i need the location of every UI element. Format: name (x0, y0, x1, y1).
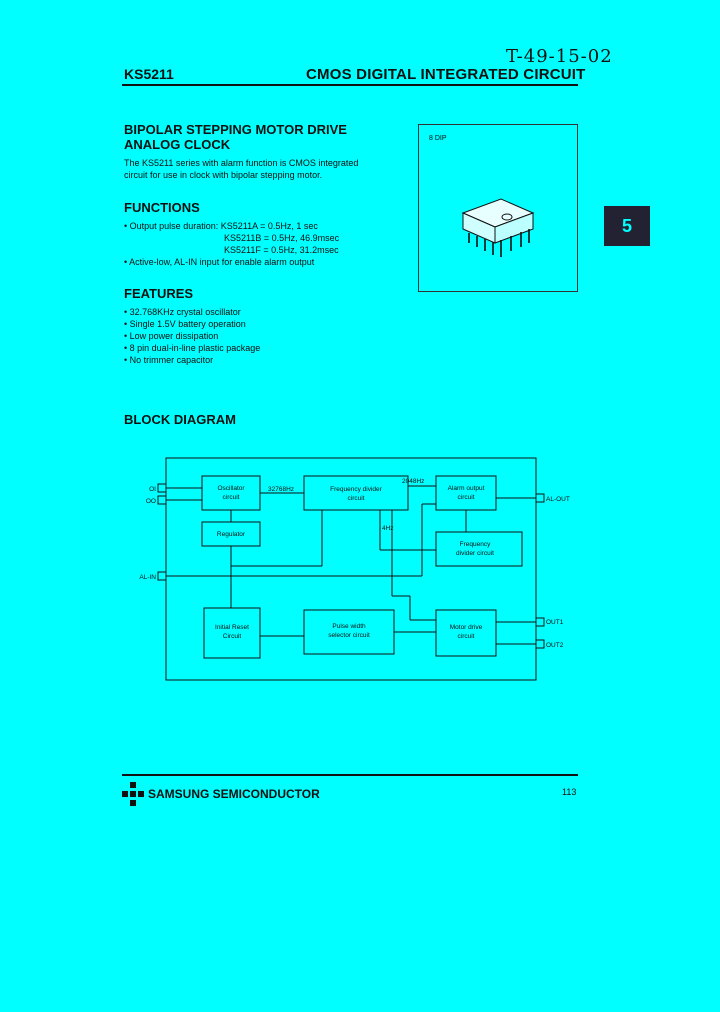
page-number: 113 (562, 787, 577, 797)
pin-al-out-label: AL-OUT (546, 496, 570, 503)
footer-rule (122, 774, 578, 776)
feature-item: Single 1.5V battery operation (124, 318, 384, 330)
function-item: KS5211B = 0.5Hz, 46.9msec (224, 233, 340, 243)
pin-al-in (157, 571, 167, 581)
reset-label-1: Initial Reset (215, 624, 249, 631)
pin-oo-label: OO (146, 498, 156, 505)
chip-outline (165, 457, 537, 681)
function-item: KS5211F = 0.5Hz, 31.2msec (224, 245, 339, 255)
pin-oi-label: OI (149, 486, 156, 493)
handwritten-code: T-49-15-02 (506, 46, 613, 67)
pin-out2 (535, 639, 545, 649)
features-list: 32.768KHz crystal oscillator Single 1.5V… (124, 306, 384, 366)
header-rule (122, 84, 578, 86)
regulator-label: Regulator (217, 531, 246, 538)
freq-divider2-label-2: divider circuit (456, 550, 494, 557)
divider-label-1: Frequency divider (330, 486, 382, 493)
oscillator-label-1: Oscillator (217, 485, 245, 492)
section-tab: 5 (604, 206, 650, 246)
pin-al-in-label: AL-IN (139, 574, 156, 581)
intro-description: The KS5211 series with alarm function is… (124, 157, 394, 181)
intro-title-line1: BIPOLAR STEPPING MOTOR DRIVE (124, 122, 347, 137)
feature-item: 32.768KHz crystal oscillator (124, 306, 384, 318)
alarm-block (435, 475, 497, 511)
pin-oo (157, 495, 167, 505)
function-item: Active-low, AL-IN input for enable alarm… (124, 256, 404, 268)
pin-out1-label: OUT1 (546, 619, 564, 626)
motor-block (435, 609, 497, 657)
alarm-label-1: Alarm output (448, 485, 485, 492)
document-category: CMOS DIGITAL INTEGRATED CIRCUIT (306, 66, 586, 83)
reset-label-2: Circuit (223, 633, 242, 640)
divider-label-2: circuit (348, 495, 365, 502)
intro-title-line2: ANALOG CLOCK (124, 137, 231, 152)
package-label: 8 DIP (429, 135, 447, 142)
oscillator-block (201, 475, 261, 511)
dip-package-icon (461, 198, 535, 257)
pulse-label-1: Pulse width (332, 623, 366, 630)
block-diagram: Oscillator circuit Regulator Frequency d… (139, 457, 570, 681)
features-title: FEATURES (124, 286, 194, 301)
freq-divider2-block (435, 531, 523, 567)
oscillator-label-2: circuit (223, 494, 240, 501)
feature-item: 8 pin dual-in-line plastic package (124, 342, 384, 354)
alarm-label-2: circuit (458, 494, 475, 501)
samsung-logo-icon (122, 782, 144, 806)
feature-item: Low power dissipation (124, 330, 384, 342)
block-diagram-title: BLOCK DIAGRAM (124, 412, 236, 427)
pin-out2-label: OUT2 (546, 642, 564, 649)
osc-freq-label: 32768Hz (268, 486, 294, 493)
mid-freq-label: 4Hz (382, 525, 394, 532)
intro-description-line1: The KS5211 series with alarm function is… (124, 158, 359, 168)
functions-title: FUNCTIONS (124, 200, 200, 215)
company-name: SAMSUNG SEMICONDUCTOR (148, 787, 320, 801)
pin-oi (157, 483, 167, 493)
motor-label-1: Motor drive (450, 624, 483, 631)
motor-label-2: circuit (458, 633, 475, 640)
functions-list: Output pulse duration: KS5211A = 0.5Hz, … (124, 220, 404, 268)
alarm-freq-label: 2048Hz (402, 478, 424, 485)
package-figure: 8 DIP (418, 124, 578, 292)
intro-description-line2: circuit for use in clock with bipolar st… (124, 170, 323, 180)
pin-out1 (535, 617, 545, 627)
section-tab-label: 5 (621, 216, 632, 236)
feature-item: No trimmer capacitor (124, 354, 384, 366)
freq-divider2-label-1: Frequency (460, 541, 491, 548)
pin-al-out (535, 493, 545, 503)
reset-block (203, 607, 261, 659)
part-number: KS5211 (124, 66, 174, 82)
function-item: Output pulse duration: KS5211A = 0.5Hz, … (124, 220, 404, 232)
pulse-label-2: selector circuit (328, 632, 370, 639)
divider-block (303, 475, 409, 511)
